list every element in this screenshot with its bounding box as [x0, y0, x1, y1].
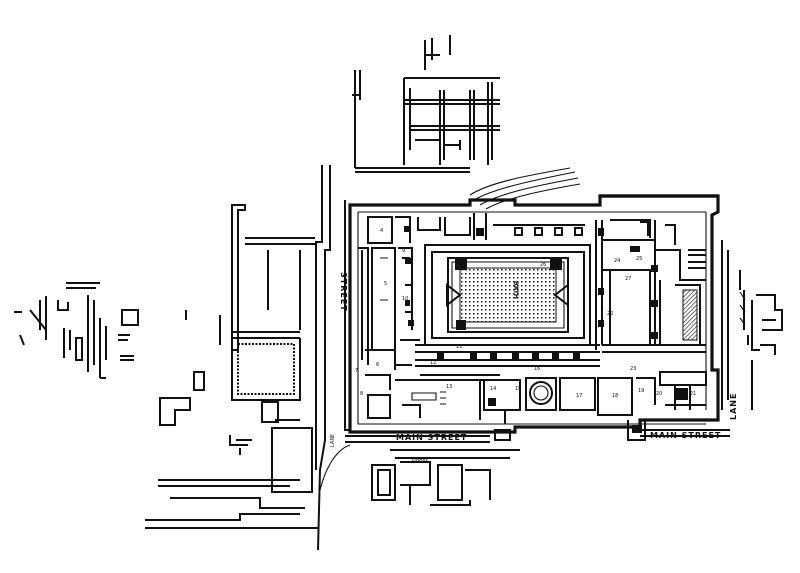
north-drain-channels — [469, 167, 581, 210]
lane-label: LANE — [729, 393, 738, 420]
room-number: 11 — [456, 344, 462, 350]
room-number: 5 — [384, 281, 387, 287]
room-number: 15 — [515, 386, 521, 392]
room-number: 17 — [576, 393, 582, 399]
room-number: 18 — [612, 393, 618, 399]
drain-label: DRAIN — [412, 457, 428, 463]
east-lane — [721, 240, 783, 410]
room-number: 14 — [490, 386, 496, 392]
room-number: 6 — [376, 362, 379, 368]
main-street-walls — [345, 420, 730, 443]
bath-courtyard — [424, 244, 591, 346]
colonnade-south — [415, 344, 600, 381]
west-rooms — [358, 216, 471, 390]
main-complex-outer-wall — [348, 194, 720, 434]
room-number: 26 — [540, 262, 546, 268]
west-buildings — [145, 204, 318, 529]
north-extension-walls — [352, 35, 500, 173]
room-number: 8 — [360, 391, 363, 397]
room-number: 9 — [402, 248, 405, 254]
room-number: 24 — [614, 258, 620, 264]
room-numbers: 4 5 6 7 8 9 10 11 12 13 14 15 16 17 18 1… — [355, 228, 696, 399]
main-street-right-label: MAIN STREET — [650, 431, 721, 440]
room-number: 4 — [380, 228, 383, 234]
south-street-structures — [319, 444, 520, 506]
room-number: 12 — [430, 360, 436, 366]
far-west-ruins — [14, 282, 139, 379]
lane-small-label: LANE — [330, 434, 336, 447]
room-number: 16 — [534, 366, 540, 372]
east-wing — [595, 219, 706, 353]
bath-label: BATH — [512, 281, 519, 299]
main-street-left-label: MAIN STREET — [396, 433, 467, 442]
room-number: 21 — [690, 391, 696, 397]
room-number: 19 — [638, 388, 644, 394]
room-number: 22 — [607, 311, 613, 317]
room-number: 25 — [636, 256, 642, 262]
north-niches — [473, 213, 585, 240]
room-number: 7 — [355, 368, 358, 374]
west-street-walls — [315, 165, 350, 551]
south-rooms — [367, 371, 707, 424]
street-west-label: STREET — [339, 272, 348, 312]
room-number: 10 — [402, 296, 408, 302]
room-number: 20 — [656, 391, 662, 397]
room-number: 27 — [625, 276, 631, 282]
room-number: 23 — [630, 366, 636, 372]
room-number: 13 — [446, 384, 452, 390]
